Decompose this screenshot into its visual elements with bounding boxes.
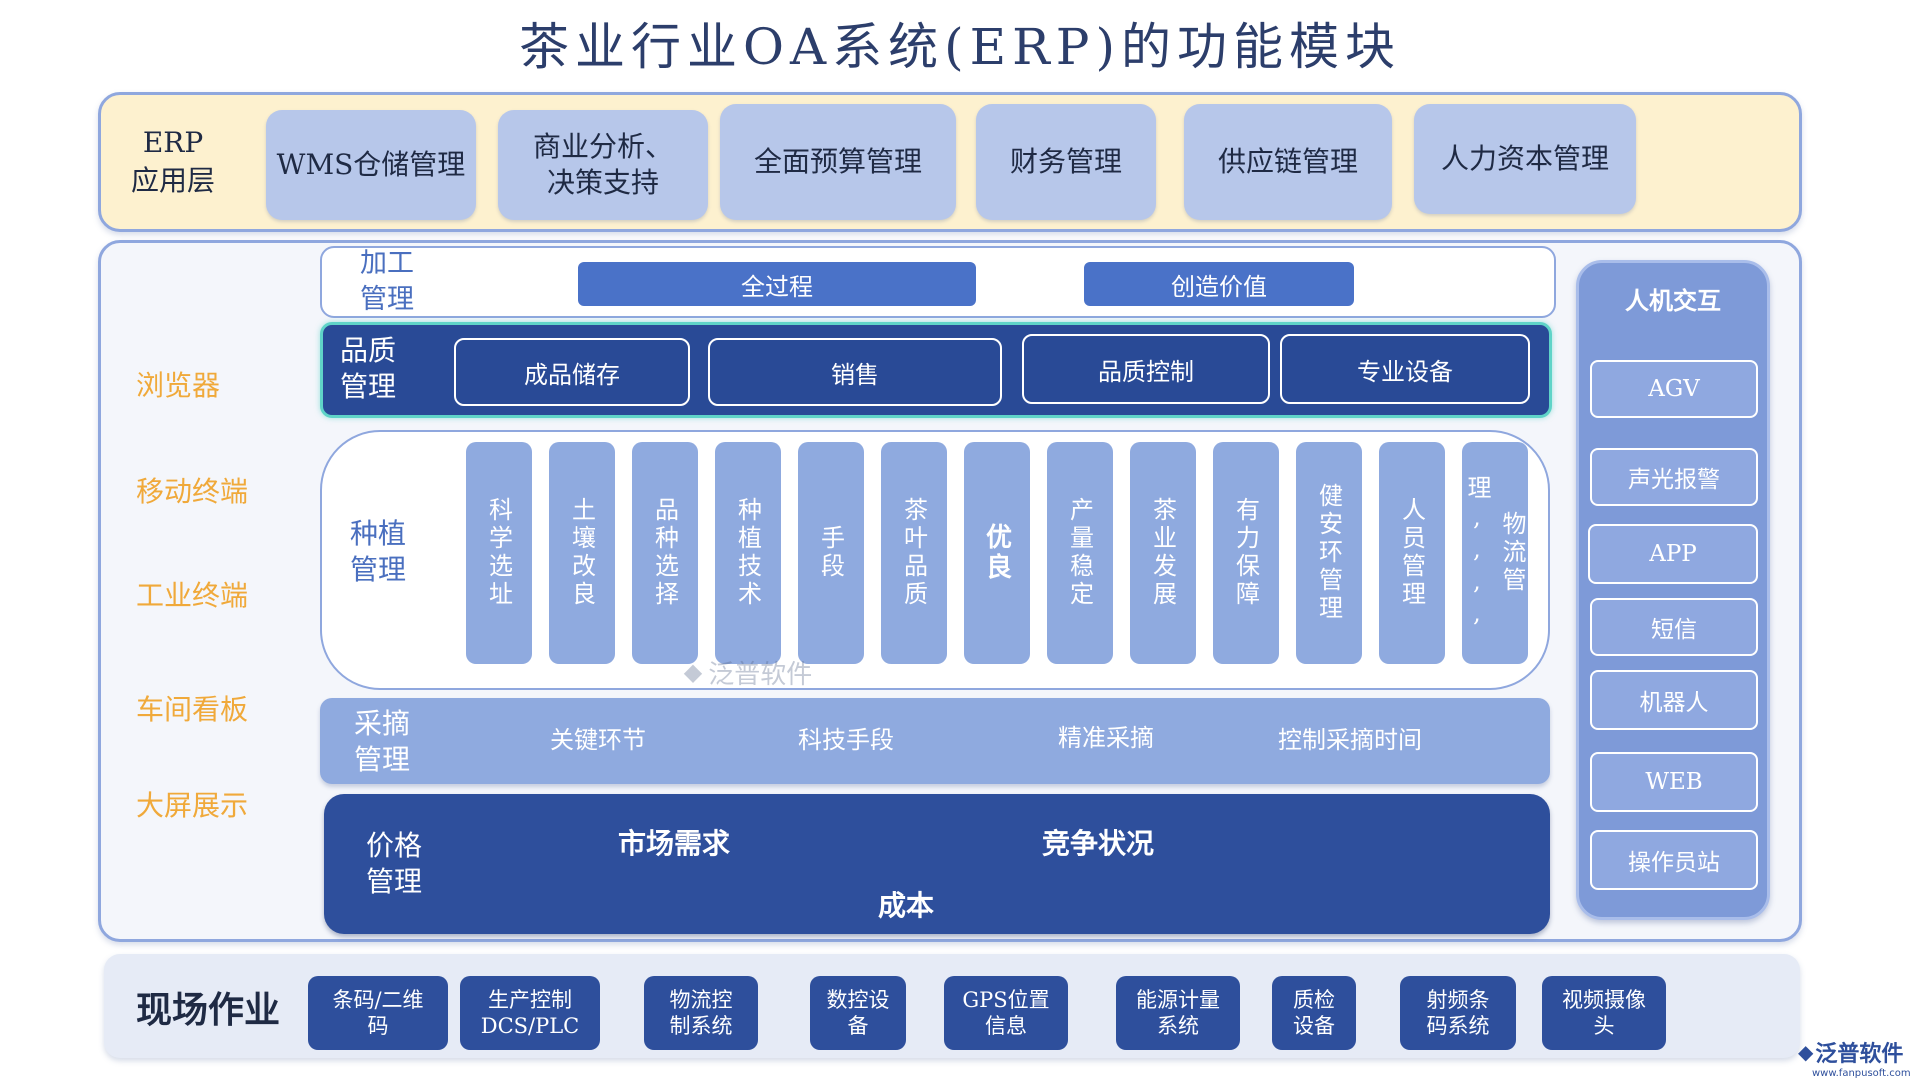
erp-module-label: 供应链管理: [1217, 145, 1358, 178]
planting-item: 土壤改良: [549, 442, 615, 664]
watermark-logo-icon: ◆: [683, 658, 703, 686]
quality-item-control: 品质控制: [1022, 334, 1270, 404]
price-management-label: 价格 管理: [366, 829, 423, 898]
planting-item: 人员管理: [1379, 442, 1445, 664]
processing-item-create-value: 创造价值: [1084, 262, 1354, 306]
hmi-item-sms: 短信: [1590, 598, 1758, 656]
price-item-cost: 成本: [878, 889, 935, 922]
brand-logo: ◆ 泛普软件 www.fanpusoft.com: [1798, 1036, 1920, 1080]
processing-item-whole-process: 全过程: [578, 262, 976, 306]
field-item-video-camera: 视频摄像 头: [1542, 976, 1666, 1050]
terminal-mobile: 移动终端: [136, 475, 249, 508]
field-item-logistics-control: 物流控 制系统: [644, 976, 758, 1050]
picking-management-row: [320, 698, 1550, 784]
picking-item: 科技手段: [798, 726, 894, 754]
watermark: ◆ 泛普软件: [668, 652, 828, 692]
brand-logo-icon: ◆: [1798, 1040, 1814, 1064]
erp-module-finance: 财务管理: [976, 104, 1156, 220]
picking-item: 精准采摘: [1058, 724, 1154, 752]
picking-management-label: 采摘 管理: [354, 707, 411, 776]
planting-item: 种植技术: [715, 442, 781, 664]
field-item-cnc-equipment: 数控设 备: [810, 976, 906, 1050]
picking-item: 控制采摘时间: [1278, 726, 1422, 754]
hmi-item-robot: 机器人: [1590, 670, 1758, 730]
terminal-industrial: 工业终端: [136, 579, 249, 612]
picking-item: 关键环节: [550, 726, 646, 754]
brand-logo-url: www.fanpusoft.com: [1812, 1068, 1911, 1079]
hmi-title: 人机交互: [1625, 285, 1721, 315]
terminal-browser: 浏览器: [136, 369, 221, 402]
erp-module-hr: 人力资本管理: [1414, 104, 1636, 214]
planting-item: 茶叶品质: [881, 442, 947, 664]
planting-item: 科学选址: [466, 442, 532, 664]
field-operations-label: 现场作业: [135, 989, 280, 1031]
hmi-item-agv: AGV: [1590, 360, 1758, 418]
hmi-item-app: APP: [1588, 524, 1758, 584]
page-title: 茶业行业OA系统(ERP)的功能模块: [519, 18, 1401, 76]
field-item-energy-metering: 能源计量 系统: [1116, 976, 1240, 1050]
planting-item: 健安环管理: [1296, 442, 1362, 664]
erp-module-label: 人力资本管理: [1440, 142, 1609, 175]
planting-item: 优良: [964, 442, 1030, 664]
brand-logo-text: 泛普软件: [1815, 1042, 1904, 1067]
planting-item: 手段: [798, 442, 864, 664]
erp-module-supply-chain: 供应链管理: [1184, 104, 1392, 220]
erp-module-label: WMS仓储管理: [276, 148, 466, 181]
planting-item: 物流管理,,,,: [1462, 442, 1528, 664]
terminal-workshop-board: 车间看板: [136, 693, 249, 726]
planting-item: 产量稳定: [1047, 442, 1113, 664]
field-item-quality-inspection: 质检 设备: [1272, 976, 1356, 1050]
quality-item-storage: 成品储存: [454, 338, 690, 406]
price-item-market-demand: 市场需求: [618, 827, 731, 860]
erp-module-budget: 全面预算管理: [720, 104, 956, 220]
planting-item: 品种选择: [632, 442, 698, 664]
erp-module-label: 商业分析、 决策支持: [532, 130, 673, 199]
hmi-panel: [1576, 260, 1770, 920]
field-item-rfid: 射频条 码系统: [1400, 976, 1516, 1050]
terminal-big-screen: 大屏展示: [136, 789, 249, 822]
quality-item-equipment: 专业设备: [1280, 334, 1530, 404]
quality-item-sales: 销售: [708, 338, 1002, 406]
planting-item: 茶业发展: [1130, 442, 1196, 664]
quality-management-label: 品质 管理: [340, 334, 397, 403]
planting-item: 有力保障: [1213, 442, 1279, 664]
erp-module-label: 财务管理: [1009, 145, 1122, 178]
planting-management-label: 种植 管理: [350, 517, 407, 586]
price-management-row: [324, 794, 1550, 934]
erp-module-wms: WMS仓储管理: [266, 110, 476, 220]
field-item-gps: GPS位置 信息: [944, 976, 1068, 1050]
price-item-competition: 竞争状况: [1042, 827, 1155, 860]
hmi-item-web: WEB: [1590, 752, 1758, 812]
erp-layer-label: ERP 应用层: [130, 126, 215, 197]
erp-module-label: 全面预算管理: [753, 145, 922, 178]
hmi-item-operator-station: 操作员站: [1590, 830, 1758, 890]
watermark-text: 泛普软件: [708, 659, 813, 690]
erp-module-analysis: 商业分析、 决策支持: [498, 110, 708, 220]
field-item-dcs-plc: 生产控制 DCS/PLC: [460, 976, 600, 1050]
processing-management-label: 加工 管理: [360, 248, 414, 315]
field-item-barcode: 条码/二维 码: [308, 976, 448, 1050]
hmi-item-alarm: 声光报警: [1590, 448, 1758, 506]
